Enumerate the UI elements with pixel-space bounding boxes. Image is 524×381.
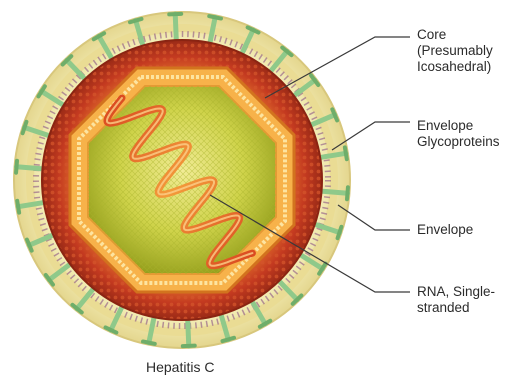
glycoprotein-spike-head (347, 187, 348, 199)
label-core: Core (Presumably Icosahedral) (417, 27, 493, 75)
label-rna-single-stranded: RNA, Single- stranded (417, 284, 495, 316)
label-envelope-glycoproteins: Envelope Glycoproteins (417, 118, 500, 150)
glycoprotein-spike (175, 14, 176, 39)
diagram-caption: Hepatitis C (146, 359, 214, 375)
glycoprotein-spike (17, 167, 42, 169)
glycoprotein-spike-head (345, 147, 347, 159)
glycoprotein-spike-head (16, 161, 17, 173)
glycoprotein-spike-head (209, 16, 221, 18)
glycoprotein-spike (188, 321, 189, 346)
leader-line-envelope (338, 205, 410, 230)
glycoprotein-spike-head (143, 341, 155, 343)
glycoprotein-spike-head (17, 201, 19, 213)
glycoprotein-spike (323, 191, 348, 193)
label-envelope: Envelope (417, 222, 473, 238)
